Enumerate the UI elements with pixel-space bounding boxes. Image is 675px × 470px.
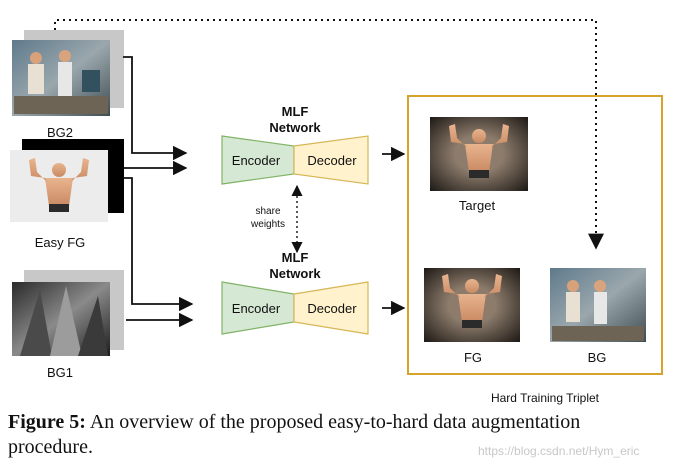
network-top-title-line2: Network — [269, 120, 321, 135]
connectors-top — [123, 56, 188, 176]
figure-label: Figure 5: — [8, 411, 86, 433]
fg-image — [424, 268, 520, 342]
decoder-bottom-label: Decoder — [307, 301, 357, 316]
bg-label: BG — [588, 350, 607, 365]
target-image — [430, 117, 528, 191]
bg2-image — [12, 30, 124, 116]
bg2-label: BG2 — [47, 125, 73, 140]
decoder-top-label: Decoder — [307, 153, 357, 168]
encoder-bottom: Encoder — [221, 281, 295, 335]
network-bottom-title-line2: Network — [269, 266, 321, 281]
decoder-top: Decoder — [293, 135, 369, 185]
watermark: https://blog.csdn.net/Hym_eric — [478, 444, 640, 458]
decoder-bottom: Decoder — [293, 281, 369, 335]
output-arrows — [382, 146, 406, 316]
encoder-top-label: Encoder — [232, 153, 281, 168]
fg-label: FG — [464, 350, 482, 365]
share-weights-label-line2: weights — [250, 219, 285, 230]
network-top-title-line1: MLF — [282, 104, 309, 119]
bg-image — [550, 268, 646, 342]
easy-fg-image — [10, 139, 124, 222]
caption-text: An overview of the proposed easy-to-hard… — [8, 411, 581, 458]
easy-fg-label: Easy FG — [35, 235, 86, 250]
encoder-top: Encoder — [221, 135, 295, 185]
bg1-label: BG1 — [47, 365, 73, 380]
encoder-bottom-label: Encoder — [232, 301, 281, 316]
bg1-image — [12, 270, 124, 356]
share-weights-label-line1: share — [255, 206, 280, 217]
network-bottom-title-line1: MLF — [282, 250, 309, 265]
connectors-bottom — [123, 177, 194, 328]
figure-caption: Figure 5: An overview of the proposed ea… — [8, 410, 668, 460]
triplet-label: Hard Training Triplet — [491, 391, 600, 405]
target-label: Target — [459, 198, 496, 213]
triplet-box — [407, 95, 663, 375]
